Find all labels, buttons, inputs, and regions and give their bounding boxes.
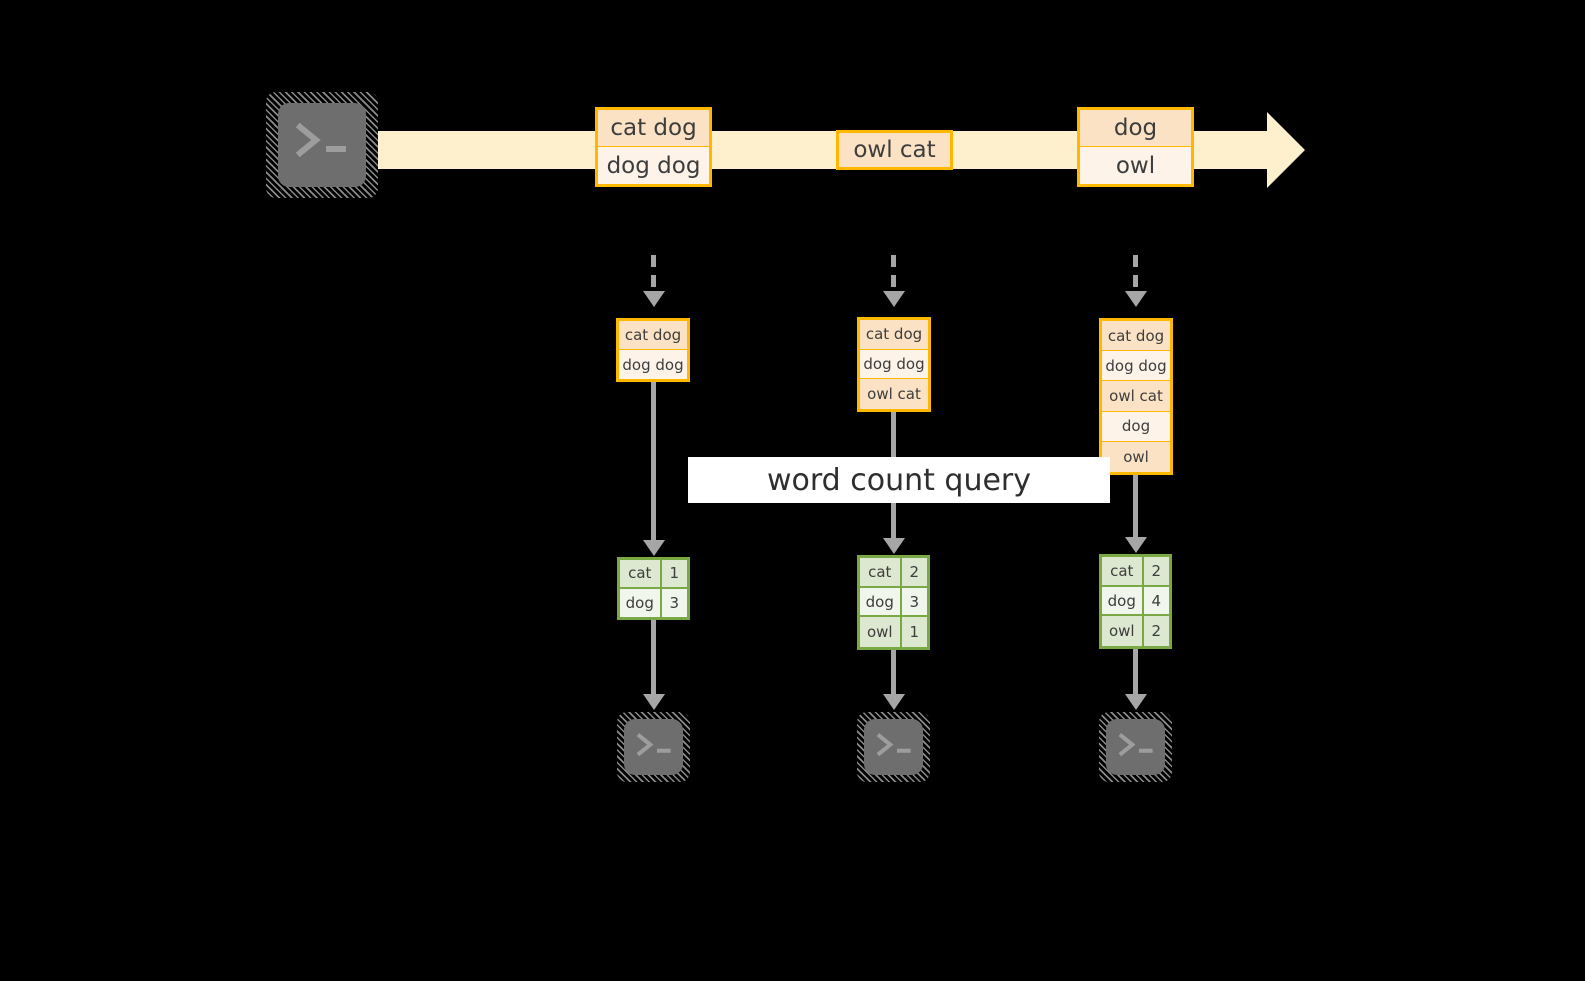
stream-message-row: cat dog bbox=[598, 110, 709, 147]
snapshot-results-1[interactable]: cat 1 dog 3 bbox=[617, 557, 690, 620]
prompt-caret-underscore-icon bbox=[295, 122, 346, 158]
record-row: owl cat bbox=[860, 379, 928, 409]
terminal-body bbox=[278, 103, 366, 187]
query-label-band: word count query bbox=[688, 457, 1110, 503]
result-row: dog 4 bbox=[1102, 586, 1169, 617]
result-row: owl 2 bbox=[1102, 616, 1169, 646]
result-row: dog 3 bbox=[860, 587, 927, 618]
result-row: owl 1 bbox=[860, 617, 927, 647]
sink-terminal-icon-2[interactable] bbox=[857, 712, 930, 782]
stream-message-3[interactable]: dog owl bbox=[1077, 107, 1194, 187]
record-row: dog dog bbox=[1102, 351, 1170, 382]
result-count-cell: 4 bbox=[1151, 591, 1162, 610]
result-word-cell: dog bbox=[620, 588, 662, 617]
sink-connector-line-3 bbox=[1133, 649, 1138, 700]
snapshot-feed-arrowhead-2 bbox=[883, 291, 905, 307]
result-word-cell: cat bbox=[620, 560, 662, 587]
stream-message-row: owl cat bbox=[839, 133, 950, 167]
snapshot-feed-arrowhead-3 bbox=[1125, 291, 1147, 307]
result-word-cell: dog bbox=[1102, 586, 1144, 615]
prompt-caret-underscore-icon bbox=[1118, 732, 1153, 757]
result-count-cell: 2 bbox=[1151, 561, 1162, 580]
result-row: cat 1 bbox=[620, 560, 687, 589]
record-row: cat dog bbox=[860, 320, 928, 350]
sink-connector-arrowhead-1 bbox=[643, 694, 665, 710]
record-row: owl cat bbox=[1102, 381, 1170, 412]
snapshot-results-2[interactable]: cat 2 dog 3 owl 1 bbox=[857, 555, 930, 650]
result-count-cell: 3 bbox=[669, 593, 680, 612]
result-row: cat 2 bbox=[860, 558, 927, 588]
record-row: owl bbox=[1102, 441, 1170, 472]
query-connector-line-1 bbox=[651, 382, 656, 547]
record-row: cat dog bbox=[619, 321, 687, 350]
stream-message-2[interactable]: owl cat bbox=[836, 130, 953, 170]
result-count-cell: 2 bbox=[1151, 622, 1162, 641]
stream-message-row: dog dog bbox=[598, 147, 709, 184]
snapshot-feed-line-2 bbox=[891, 255, 896, 295]
sink-connector-line-2 bbox=[891, 650, 896, 700]
sink-terminal-icon-3[interactable] bbox=[1099, 712, 1172, 782]
result-count-cell: 1 bbox=[909, 623, 920, 642]
snapshot-results-3[interactable]: cat 2 dog 4 owl 2 bbox=[1099, 554, 1172, 649]
result-word-cell: owl bbox=[860, 617, 902, 647]
result-row: cat 2 bbox=[1102, 557, 1169, 587]
query-connector-arrowhead-2 bbox=[883, 538, 905, 554]
snapshot-feed-line-1 bbox=[651, 255, 656, 295]
snapshot-records-3[interactable]: cat dog dog dog owl cat dog owl bbox=[1099, 318, 1173, 475]
record-row: dog bbox=[1102, 411, 1170, 442]
source-terminal-icon[interactable] bbox=[266, 92, 378, 198]
query-connector-arrowhead-1 bbox=[643, 540, 665, 556]
result-word-cell: dog bbox=[860, 587, 902, 616]
snapshot-feed-line-3 bbox=[1133, 255, 1138, 295]
terminal-body bbox=[1106, 719, 1165, 775]
record-row: cat dog bbox=[1102, 321, 1170, 352]
sink-connector-line-1 bbox=[651, 620, 656, 700]
query-connector-line-3 bbox=[1133, 475, 1138, 545]
sink-terminal-icon-1[interactable] bbox=[617, 712, 690, 782]
sink-connector-arrowhead-2 bbox=[883, 694, 905, 710]
prompt-caret-underscore-icon bbox=[636, 732, 671, 757]
stream-message-row: dog bbox=[1080, 110, 1191, 147]
stream-message-row: owl bbox=[1080, 147, 1191, 184]
stream-message-1[interactable]: cat dog dog dog bbox=[595, 107, 712, 187]
sink-connector-arrowhead-3 bbox=[1125, 694, 1147, 710]
record-row: dog dog bbox=[860, 349, 928, 380]
result-count-cell: 1 bbox=[669, 564, 680, 583]
result-count-cell: 3 bbox=[909, 592, 920, 611]
query-connector-arrowhead-3 bbox=[1125, 537, 1147, 553]
terminal-body bbox=[624, 719, 683, 775]
result-word-cell: cat bbox=[860, 558, 902, 586]
stream-arrow-head bbox=[1267, 112, 1305, 188]
snapshot-records-1[interactable]: cat dog dog dog bbox=[616, 318, 690, 382]
snapshot-feed-arrowhead-1 bbox=[643, 291, 665, 307]
snapshot-records-2[interactable]: cat dog dog dog owl cat bbox=[857, 317, 931, 412]
record-row: dog dog bbox=[619, 350, 687, 379]
result-word-cell: owl bbox=[1102, 616, 1144, 646]
result-word-cell: cat bbox=[1102, 557, 1144, 585]
prompt-caret-underscore-icon bbox=[876, 732, 911, 757]
result-row: dog 3 bbox=[620, 588, 687, 617]
result-count-cell: 2 bbox=[909, 562, 920, 581]
terminal-body bbox=[864, 719, 923, 775]
